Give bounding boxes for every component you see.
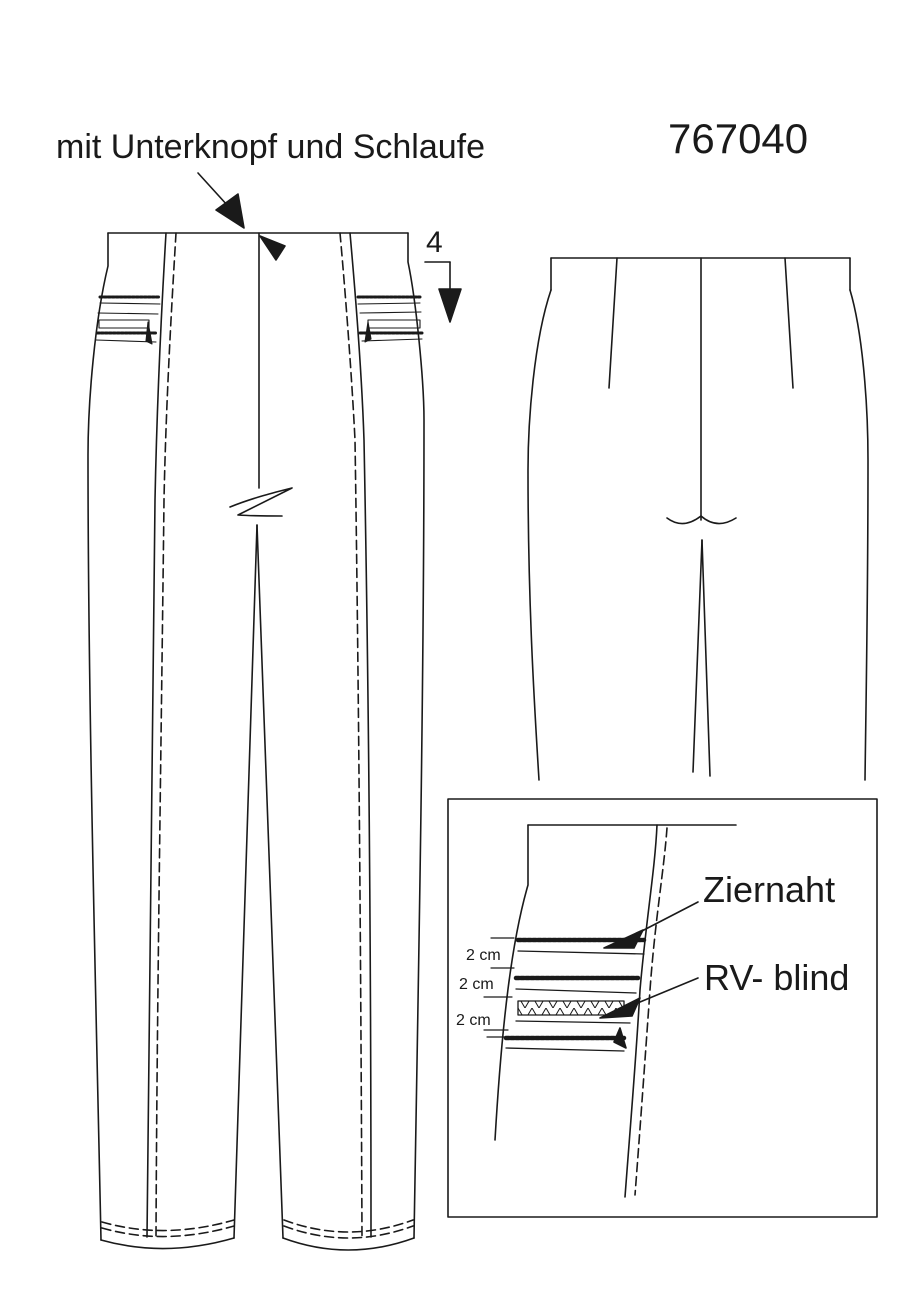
detail-inset <box>447 798 878 1218</box>
detail-decorative-seams <box>503 937 647 1052</box>
fly-end-stitch <box>229 487 293 517</box>
front-right-hem <box>282 1237 415 1251</box>
front-right-panel-seam <box>349 232 372 1238</box>
waistband-note: mit Unterknopf und Schlaufe <box>56 128 486 166</box>
waistband-height-arrowhead <box>438 288 462 323</box>
back-right-dart <box>784 257 794 389</box>
concealed-zipper-label: RV- blind <box>704 957 850 998</box>
back-seat-curve <box>666 515 737 525</box>
front-left-panel-topstitch <box>155 232 177 1238</box>
detail-dimension-ticks <box>483 937 515 1038</box>
back-right-side-seam <box>849 289 869 781</box>
detail-right-topstitch <box>634 827 668 1196</box>
front-left-panel-seam <box>146 232 167 1238</box>
front-view <box>87 172 462 1251</box>
spacing-label-3: 2 cm <box>456 1012 491 1029</box>
detail-zipper-tape <box>517 1000 625 1016</box>
waistband-height-label: 4 <box>426 226 443 259</box>
front-left-hem-topstitch-2 <box>101 1225 235 1238</box>
front-left-hem-topstitch <box>101 1219 235 1232</box>
front-right-side-seam <box>407 232 425 1239</box>
back-left-side-seam <box>527 289 552 781</box>
front-right-hem-topstitch <box>283 1219 414 1233</box>
back-left-dart <box>608 257 618 389</box>
spacing-label-2: 2 cm <box>459 976 494 993</box>
detail-left-edge <box>494 824 529 1141</box>
back-view <box>527 257 869 781</box>
rv-blind-leader <box>639 977 699 1003</box>
front-right-decorative-bands <box>356 295 424 343</box>
detail-right-seam <box>624 824 658 1198</box>
front-right-inseam <box>256 524 284 1239</box>
spacing-label-1: 2 cm <box>466 947 501 964</box>
front-left-hem <box>100 1237 235 1250</box>
ziernaht-arrowhead <box>603 929 644 949</box>
button-marker-arrowhead <box>259 235 286 261</box>
waistband-note-leader <box>197 172 229 207</box>
front-left-decorative-bands <box>95 295 162 345</box>
rv-blind-arrowhead <box>599 997 641 1019</box>
front-right-panel-topstitch <box>339 232 363 1238</box>
detail-frame <box>447 798 878 1218</box>
front-right-hem-topstitch-2 <box>283 1225 414 1239</box>
model-number: 767040 <box>668 115 809 162</box>
back-right-inseam <box>701 539 711 777</box>
front-left-inseam <box>233 524 258 1239</box>
back-left-inseam <box>692 539 703 773</box>
waistband-note-arrowhead <box>215 193 245 229</box>
zipper-pull-marker <box>613 1027 627 1049</box>
decorative-seam-label: Ziernaht <box>703 869 836 910</box>
front-left-side-seam <box>87 232 109 1241</box>
ziernaht-leader <box>639 901 699 933</box>
